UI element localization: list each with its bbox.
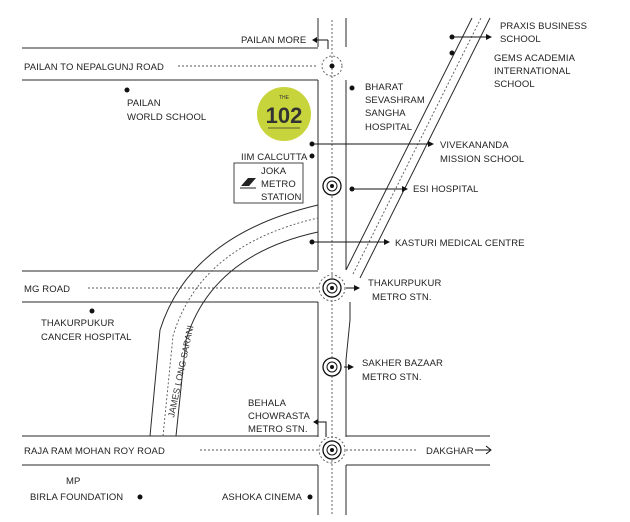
label-joka-1: JOKA	[261, 166, 287, 177]
label-gems-2: INTERNATIONAL	[494, 66, 571, 77]
metro-line-edge	[359, 17, 491, 279]
label-bharat-2: SEVASHRAM	[365, 95, 425, 106]
logo-number: 102	[266, 103, 303, 128]
label-pailan-more: PAILAN MORE	[241, 35, 306, 46]
joka-metro-box	[233, 162, 304, 204]
label-behala-2: CHOWRASTA	[248, 411, 311, 422]
gems-dot	[449, 50, 455, 56]
label-joka-2: METRO	[261, 179, 296, 190]
pailan-school-dot	[124, 87, 130, 93]
sakher-arrowhead	[348, 364, 354, 370]
label-kasturi: KASTURI MEDICAL CENTRE	[395, 238, 525, 249]
road-network	[22, 17, 491, 515]
label-iim-calcutta: IIM CALCUTTA	[241, 152, 308, 163]
label-mp-birla-1: MP	[66, 476, 80, 487]
pointer-arrows	[312, 34, 492, 455]
pailan-more-arrowhead	[312, 37, 317, 43]
birla-dot	[137, 494, 143, 500]
label-dakghar: DAKGHAR	[426, 446, 474, 457]
logo-circle	[257, 87, 311, 141]
iim-dot	[309, 153, 315, 159]
label-thakurpukur-metro-1: THAKURPUKUR	[368, 278, 441, 289]
praxis-arrowhead	[486, 34, 492, 40]
label-ashoka-cinema: ASHOKA CINEMA	[222, 492, 303, 503]
label-behala-3: METRO STN.	[248, 424, 308, 435]
kasturi-arrowhead	[384, 239, 390, 245]
label-mg-road: MG ROAD	[24, 284, 70, 295]
thakurpukur-arrowhead	[354, 285, 360, 291]
behala-metro-marker	[318, 436, 346, 464]
sakher-bazaar-metro-marker	[322, 357, 342, 377]
label-joka-3: STATION	[261, 192, 301, 203]
label-praxis-1: PRAXIS BUSINESS	[500, 21, 587, 32]
label-praxis-2: SCHOOL	[500, 34, 541, 45]
label-cancer-hospital-2: CANCER HOSPITAL	[41, 332, 132, 343]
label-raja-ram-road: RAJA RAM MOHAN ROY ROAD	[24, 446, 165, 457]
junction-pailan-more	[321, 55, 343, 77]
label-gems-1: GEMS ACADEMIA	[494, 53, 576, 64]
the-102-logo: THE 102	[257, 87, 311, 141]
vivekananda-arrowhead	[428, 141, 434, 147]
logo-small-text: THE	[279, 95, 290, 101]
label-pailan-school-2: WORLD SCHOOL	[127, 112, 206, 123]
label-mp-birla-2: BIRLA FOUNDATION	[30, 492, 123, 503]
label-sakher-2: METRO STN.	[362, 372, 422, 383]
label-gems-3: SCHOOL	[494, 79, 535, 90]
main-road-edge	[345, 302, 351, 437]
behala-pointer	[317, 421, 327, 437]
james-long-edge	[175, 231, 319, 437]
james-long-edge	[149, 204, 319, 437]
label-behala-1: BEHALA	[248, 398, 287, 409]
dakghar-arrowhead	[485, 445, 492, 455]
label-bharat-3: SANGHA	[365, 108, 406, 119]
label-pailan-school-1: PAILAN	[127, 98, 161, 109]
label-vivekananda-2: MISSION SCHOOL	[440, 154, 524, 165]
label-vivekananda-1: VIVEKANANDA	[440, 140, 509, 151]
label-james-long-sarani: JAMES LONG SARANI	[166, 324, 195, 418]
joka-metro-marker	[322, 176, 342, 196]
thakurpukur-metro-marker	[318, 274, 346, 302]
label-sakher-1: SAKHER BAZAAR	[362, 358, 443, 369]
label-esi-hospital: ESI HOSPITAL	[413, 184, 478, 195]
bharat-dot	[349, 85, 355, 91]
label-bharat-4: HOSPITAL	[365, 122, 412, 133]
ashoka-dot	[307, 494, 313, 500]
label-cancer-hospital-1: THAKURPUKUR	[41, 318, 114, 329]
labels: PAILAN MORE PAILAN TO NEPALGUNJ ROAD PAI…	[24, 21, 587, 503]
label-pailan-nepalgunj-road: PAILAN TO NEPALGUNJ ROAD	[24, 62, 164, 73]
junction-markers	[318, 55, 346, 464]
cancer-hospital-dot	[89, 308, 95, 314]
behala-arrowhead	[313, 419, 318, 425]
esi-arrowhead	[402, 186, 408, 192]
metro-train-icon	[241, 178, 256, 186]
james-long-centerline	[162, 217, 319, 437]
label-bharat-1: BHARAT	[365, 82, 404, 93]
label-thakurpukur-metro-2: METRO STN.	[372, 292, 432, 303]
